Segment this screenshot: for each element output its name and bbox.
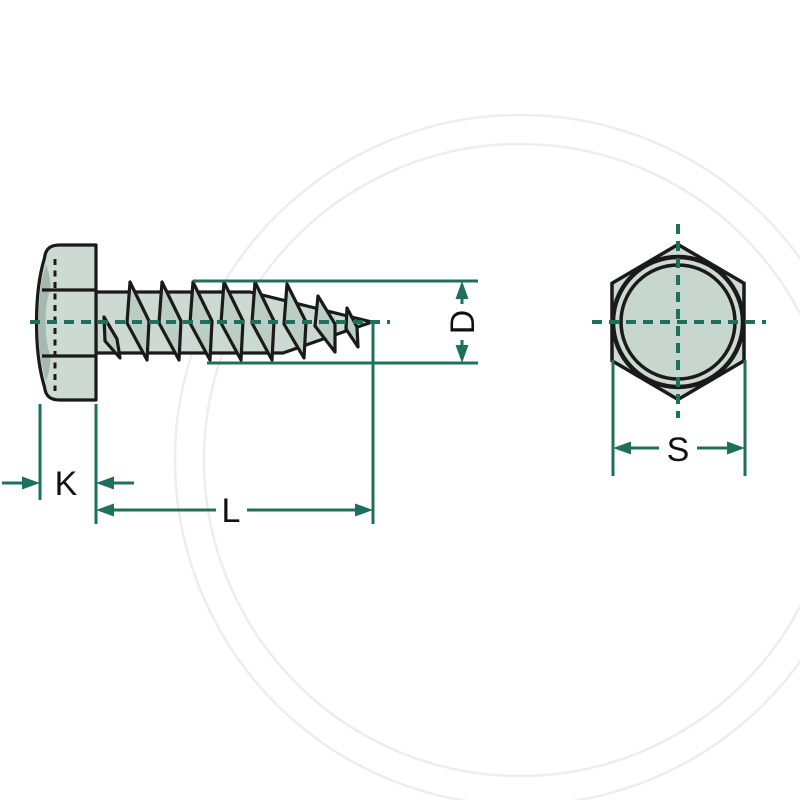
- dimension-s: S: [613, 431, 745, 469]
- watermark: [173, 113, 800, 800]
- watermark-ring-inner: [202, 142, 800, 778]
- l-arrowhead-left: [96, 503, 114, 517]
- dimensioning-end-view: S: [592, 224, 766, 476]
- l-label: L: [222, 492, 241, 530]
- dimension-l: L: [96, 492, 373, 530]
- k-arrowhead-right: [96, 476, 114, 490]
- watermark-ring-outer: [173, 113, 800, 800]
- d-arrowhead-bottom: [455, 345, 469, 363]
- thread-blade: [250, 280, 276, 362]
- dimension-k: K: [2, 465, 134, 503]
- dimension-d: D: [444, 281, 482, 363]
- head-chamfer-shading: [38, 264, 51, 381]
- thread-blade: [219, 280, 245, 362]
- s-label: S: [667, 431, 690, 469]
- k-arrowhead-left: [22, 476, 40, 490]
- l-arrowhead-right: [355, 503, 373, 517]
- dimensioning-side-view: K L D: [2, 279, 482, 530]
- d-label: D: [444, 310, 482, 335]
- s-arrowhead-right: [727, 441, 745, 455]
- screw-tip-fin: [344, 306, 360, 349]
- d-arrowhead-top: [455, 281, 469, 299]
- thread-start-fin: [102, 315, 122, 360]
- k-label: K: [55, 465, 78, 503]
- s-arrowhead-left: [613, 441, 631, 455]
